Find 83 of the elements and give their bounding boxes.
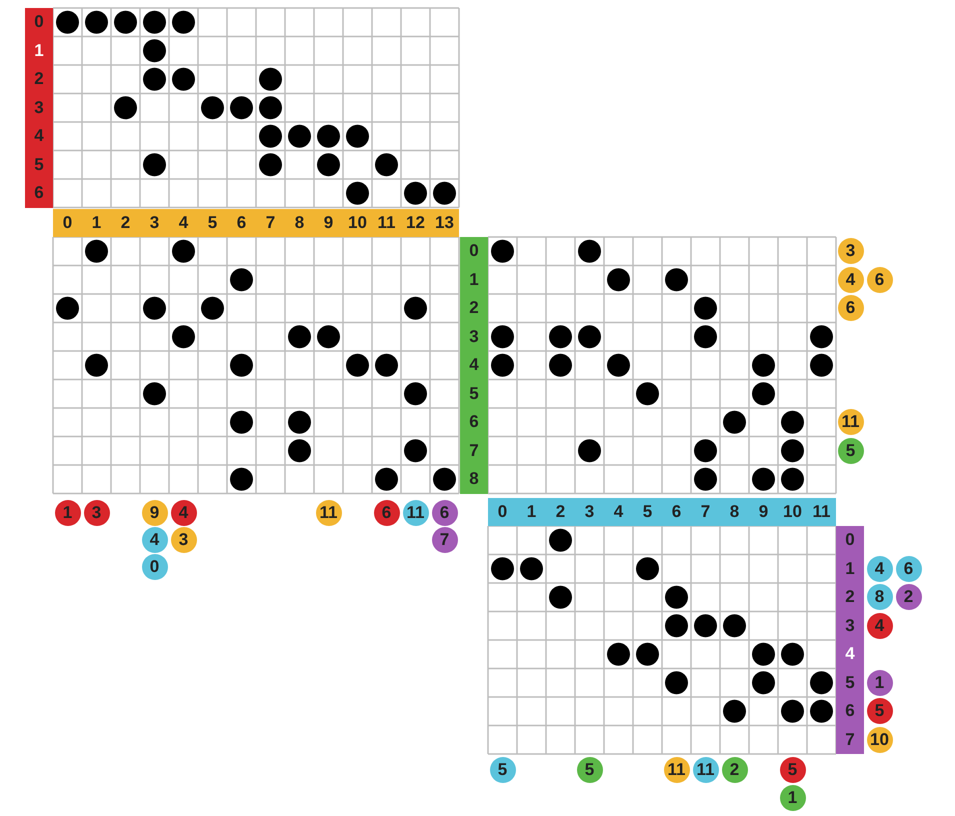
number-badge: 4	[170, 500, 196, 526]
row-number: 3	[25, 94, 53, 122]
column-number: 0	[488, 498, 517, 526]
column-number: 8	[720, 498, 749, 526]
number-badge: 6	[374, 500, 400, 526]
number-badge: 5	[780, 757, 806, 783]
row-number: 2	[25, 65, 53, 94]
column-number: 12	[401, 208, 430, 236]
number-badge: 9	[142, 500, 168, 526]
column-number: 2	[111, 208, 140, 236]
row-number: 4	[25, 122, 53, 150]
row-number: 6	[25, 179, 53, 208]
number-badge: 0	[142, 554, 168, 580]
number-badge: 4	[838, 266, 864, 293]
column-number: 0	[53, 208, 82, 236]
row-number: 7	[460, 436, 488, 465]
row-number: 0	[460, 237, 488, 266]
column-number: 11	[807, 498, 836, 526]
column-number: 3	[140, 208, 169, 236]
number-badge: 11	[316, 500, 342, 526]
column-number: 9	[749, 498, 778, 526]
number-badge: 3	[838, 238, 864, 264]
column-number: 10	[778, 498, 807, 526]
column-number: 5	[198, 208, 227, 236]
column-number: 6	[662, 498, 691, 526]
number-badge: 1	[780, 785, 806, 811]
row-number: 4	[836, 640, 864, 668]
row-number: 0	[836, 526, 864, 554]
number-badge: 3	[170, 527, 196, 553]
row-number: 1	[25, 36, 53, 65]
number-badge: 6	[838, 295, 864, 322]
row-number: 7	[836, 726, 864, 754]
column-number: 1	[82, 208, 111, 236]
column-number: 2	[546, 498, 575, 526]
number-badge: 1	[866, 670, 892, 696]
column-number: 4	[604, 498, 633, 526]
number-badge: 8	[866, 584, 892, 610]
column-number: 7	[691, 498, 720, 526]
column-number: 7	[256, 208, 285, 236]
column-number: 10	[343, 208, 372, 236]
row-number: 3	[836, 612, 864, 640]
row-number: 5	[25, 150, 53, 179]
number-badge: 3	[84, 500, 110, 526]
number-badge: 5	[838, 438, 864, 464]
number-badge: 10	[866, 726, 892, 753]
number-badge: 6	[432, 500, 458, 526]
column-number: 3	[575, 498, 604, 526]
number-badge: 4	[142, 527, 168, 553]
number-badge: 2	[722, 757, 748, 783]
row-number: 1	[460, 266, 488, 294]
number-badge: 7	[432, 527, 458, 553]
number-badge: 6	[866, 266, 892, 293]
row-number: 4	[460, 351, 488, 380]
column-number: 5	[633, 498, 662, 526]
column-number: 4	[169, 208, 198, 236]
row-number: 1	[836, 554, 864, 583]
number-badge: 11	[692, 757, 718, 783]
column-number: 8	[285, 208, 314, 236]
column-number: 1	[517, 498, 546, 526]
column-number: 13	[430, 208, 459, 236]
number-badge: 5	[576, 757, 602, 783]
column-number: 11	[372, 208, 401, 236]
number-badge: 1	[54, 500, 80, 526]
row-number: 5	[460, 380, 488, 408]
number-badge: 2	[896, 584, 922, 610]
row-number: 3	[460, 322, 488, 351]
row-number: 6	[836, 697, 864, 726]
number-badge: 11	[838, 409, 864, 436]
number-badge: 5	[866, 698, 892, 724]
row-number: 8	[460, 465, 488, 494]
number-badge: 11	[664, 757, 690, 783]
number-badge: 6	[896, 556, 922, 582]
row-number: 2	[460, 294, 488, 322]
number-badge: 5	[490, 757, 516, 783]
row-number: 5	[836, 668, 864, 697]
number-badge: 4	[866, 556, 892, 582]
number-badge: 11	[402, 500, 428, 526]
row-number: 6	[460, 408, 488, 436]
row-number: 2	[836, 583, 864, 612]
number-badge: 4	[866, 612, 892, 639]
column-number: 9	[314, 208, 343, 236]
row-number: 0	[25, 8, 53, 36]
column-number: 6	[227, 208, 256, 236]
